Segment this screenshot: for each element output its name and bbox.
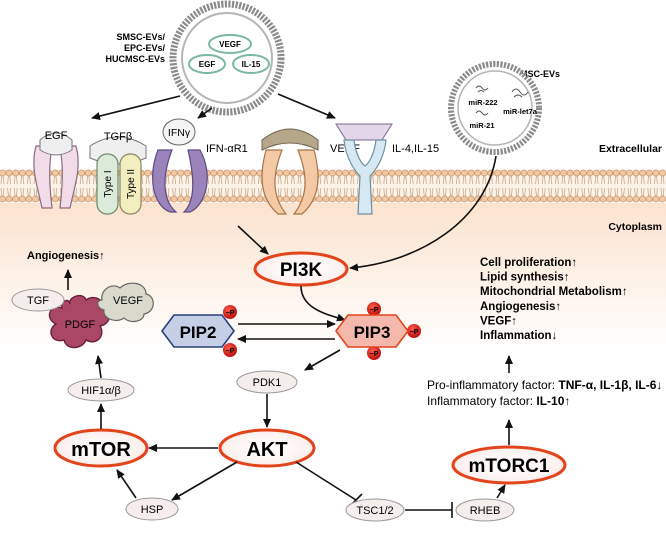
rheb-label: RHEB [470, 505, 501, 517]
phospho-pip3-a: −P [370, 307, 379, 314]
arrow-rheb-to-mtorc1 [496, 484, 506, 499]
pdk1-label: PDK1 [253, 377, 282, 389]
pip3-node: PIP3 [335, 314, 409, 348]
type1-label: Type I [103, 170, 114, 197]
vegf-receptor: VEGF [261, 128, 360, 215]
il-receptor: IL-4,IL-15 [335, 123, 439, 215]
phosphate-group: −P −P −P −P −P [223, 302, 421, 360]
phospho-pip2-b: −P [226, 348, 235, 355]
inhibit-akt-tsc [295, 461, 357, 501]
il15-cargo-label: IL-15 [242, 60, 261, 69]
tgf-factor-label: TGF [27, 295, 49, 307]
tsc-node: TSC1/2 [345, 498, 405, 522]
vegf-factor-label: VEGF [113, 295, 143, 307]
egf-receptor: EGF [33, 130, 79, 209]
il15-cargo [232, 54, 270, 74]
pi3k-node: PI3K [253, 251, 349, 287]
proinflam-line: Pro-inflammatory factor: TNF-α, IL-1β, I… [427, 378, 662, 392]
egf-cargo-label: EGF [199, 60, 216, 69]
pi3k-label: PI3K [280, 260, 323, 281]
arrow-vesicle-to-vegf [277, 93, 336, 119]
mtorc1-node: mTORC1 [451, 445, 567, 485]
pip2-label: PIP2 [180, 323, 217, 342]
outcome-item: Cell proliferation↑ [480, 257, 577, 269]
hsp-node: HSP [125, 497, 179, 521]
outcome-item: Angiogenesis↑ [480, 301, 561, 313]
outcome-list: Cell proliferation↑ Lipid synthesis↑ Mitoc… [480, 257, 628, 342]
mtor-label: mTOR [71, 439, 131, 461]
ev-source-line2: EPC-EVs/ [124, 43, 166, 53]
tgfb-label: TGFβ [104, 131, 132, 143]
pdk1-node: PDK1 [236, 370, 298, 394]
egf-receptor-label: EGF [45, 130, 68, 142]
pip3-label: PIP3 [354, 323, 391, 342]
ifn-receptor: IFNγ IFN-αR1 [152, 118, 248, 213]
ev-vesicle: VEGF EGF IL-15 [169, 0, 285, 116]
ifnar1-label: IFN-αR1 [206, 143, 248, 155]
akt-node: AKT [218, 428, 316, 468]
mir21-label: miR-21 [469, 121, 494, 130]
tsc-label: TSC1/2 [356, 505, 393, 517]
ev-source-line1: SMSC-EVs/ [116, 32, 165, 42]
inflam-values: IL-10↑ [536, 394, 570, 408]
outcome-item: Inflammation↓ [480, 330, 557, 342]
type2-label: Type II [126, 169, 137, 199]
mtorc1-label: mTORC1 [469, 456, 550, 477]
arrow-pip3-to-pdk1 [304, 349, 341, 371]
pdgf-label: PDGF [65, 319, 96, 331]
arrow-vesicle-to-ifn [197, 107, 213, 119]
proinflam-prefix: Pro-inflammatory factor: [427, 378, 558, 392]
phospho-pip2-a: −P [226, 310, 235, 317]
arrow-akt-to-hsp [171, 461, 238, 501]
ev-source-line3: HUCMSC-EVs [105, 54, 165, 64]
inflam-prefix: Inflammatory factor: [427, 394, 536, 408]
vegf-cargo-label: VEGF [219, 40, 241, 49]
arrow-pi3k-to-pip3 [300, 285, 346, 322]
ifng-label: IFNγ [168, 127, 191, 139]
mirlet7a-label: miR-let7a [503, 107, 538, 116]
outcome-item: Lipid synthesis↑ [480, 272, 569, 284]
hif-node: HIF1α/β [67, 378, 135, 402]
tgfb-receptor: TGFβ Type I Type II [89, 131, 147, 215]
proinflam-values: TNF-α, IL-1β, IL-6↓ [558, 378, 662, 392]
rheb-node: RHEB [455, 498, 515, 522]
hsp-label: HSP [141, 504, 164, 516]
msc-evs-label: MSC-EVs [520, 69, 560, 79]
outcome-item: VEGF↑ [480, 315, 517, 327]
mirna-squiggles [475, 85, 529, 116]
msc-ev-vesicle: MSC-EVs miR-222 miR-let7a miR-21 [448, 61, 560, 155]
egf-cargo [188, 54, 226, 74]
vegf-blob [97, 282, 154, 323]
il4il15-label: IL-4,IL-15 [392, 143, 439, 155]
arrow-vesicle-to-egf [91, 95, 181, 120]
tgf-pill [11, 288, 65, 312]
cytoplasm-label: Cytoplasm [608, 221, 662, 233]
growth-factor-cluster: PDGF VEGF TGF [11, 282, 154, 349]
arrow-receptors-to-pi3k [237, 225, 269, 255]
pip2-node: PIP2 [161, 314, 235, 348]
hif-label: HIF1α/β [81, 385, 121, 397]
arrow-hif-to-pdgf [95, 355, 104, 379]
inflam-line: Inflammatory factor: IL-10↑ [427, 394, 570, 408]
vegf-cargo [208, 34, 252, 54]
mtor-node: mTOR [53, 428, 149, 468]
arrow-hsp-to-mtor [116, 469, 137, 499]
angiogenesis-left-label: Angiogenesis↑ [27, 250, 105, 262]
outcome-item: Mitochondrial Metabolism↑ [480, 286, 628, 298]
phospho-pip3-b: −P [410, 329, 419, 336]
extracellular-label: Extracellular [599, 143, 662, 155]
arrow-msc-to-pi3k [349, 155, 497, 272]
phospho-pip3-c: −P [370, 351, 379, 358]
akt-label: AKT [246, 439, 287, 461]
mir222-label: miR-222 [468, 98, 497, 107]
